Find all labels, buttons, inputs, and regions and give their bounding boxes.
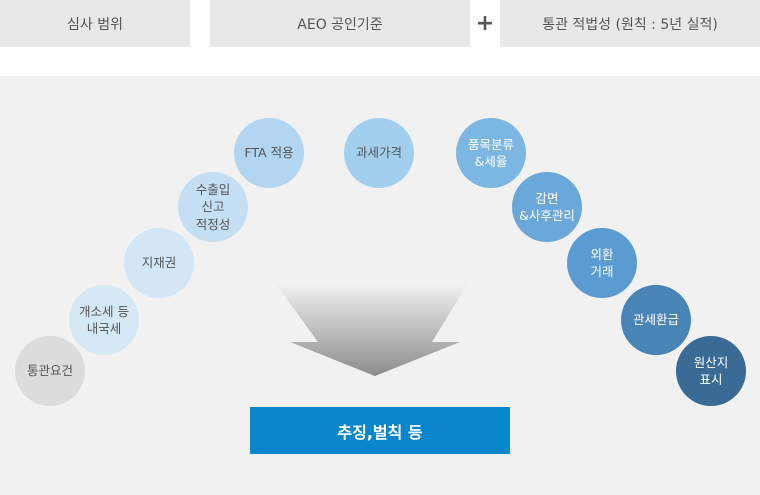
left-circle-label: 수출입 신고 적정성: [195, 181, 231, 232]
header-customs-label: 통관 적법성 (원칙 : 5년 실적): [542, 16, 718, 33]
header-customs-legality: 통관 적법성 (원칙 : 5년 실적): [500, 0, 760, 47]
left-circle-4: FTA 적용: [234, 118, 304, 188]
left-circle-2: 지재권: [124, 228, 194, 298]
header-aeo-criteria: AEO 공인기준: [210, 0, 470, 47]
result-box: 추징,벌칙 등: [250, 407, 510, 454]
left-circle-label: 통관요건: [26, 363, 73, 379]
header-arrow-tip: [170, 0, 190, 47]
left-circle-1: 개소세 등 내국세: [69, 285, 139, 355]
right-circle-1: 감면 &사후관리: [512, 172, 582, 242]
right-circle-label: 외환 거래: [590, 246, 614, 280]
header-scope-label: 심사 범위: [67, 16, 123, 33]
left-circle-label: 지재권: [141, 255, 177, 271]
right-circle-4: 원산지 표시: [676, 336, 746, 406]
plus-sign: +: [475, 11, 495, 36]
left-circle-label: 개소세 등 내국세: [79, 303, 129, 337]
left-circle-3: 수출입 신고 적정성: [178, 172, 248, 242]
plus-icon: +: [470, 0, 500, 47]
right-circle-label: 품목분류 &세율: [467, 136, 514, 170]
left-circle-label: 과세가격: [355, 145, 402, 161]
right-circle-label: 원산지 표시: [693, 354, 729, 388]
right-circle-label: 감면 &사후관리: [519, 190, 575, 224]
right-circle-label: 관세환급: [632, 312, 679, 328]
left-circle-label: FTA 적용: [244, 145, 294, 161]
left-circle-0: 통관요건: [15, 336, 85, 406]
header-scope: 심사 범위: [0, 0, 190, 47]
header-aeo-label: AEO 공인기준: [297, 16, 383, 33]
right-circle-2: 외환 거래: [567, 228, 637, 298]
right-circle-3: 관세환급: [621, 285, 691, 355]
left-circle-5: 과세가격: [344, 118, 414, 188]
right-circle-0: 품목분류 &세율: [456, 118, 526, 188]
result-label: 추징,벌칙 등: [337, 422, 423, 442]
